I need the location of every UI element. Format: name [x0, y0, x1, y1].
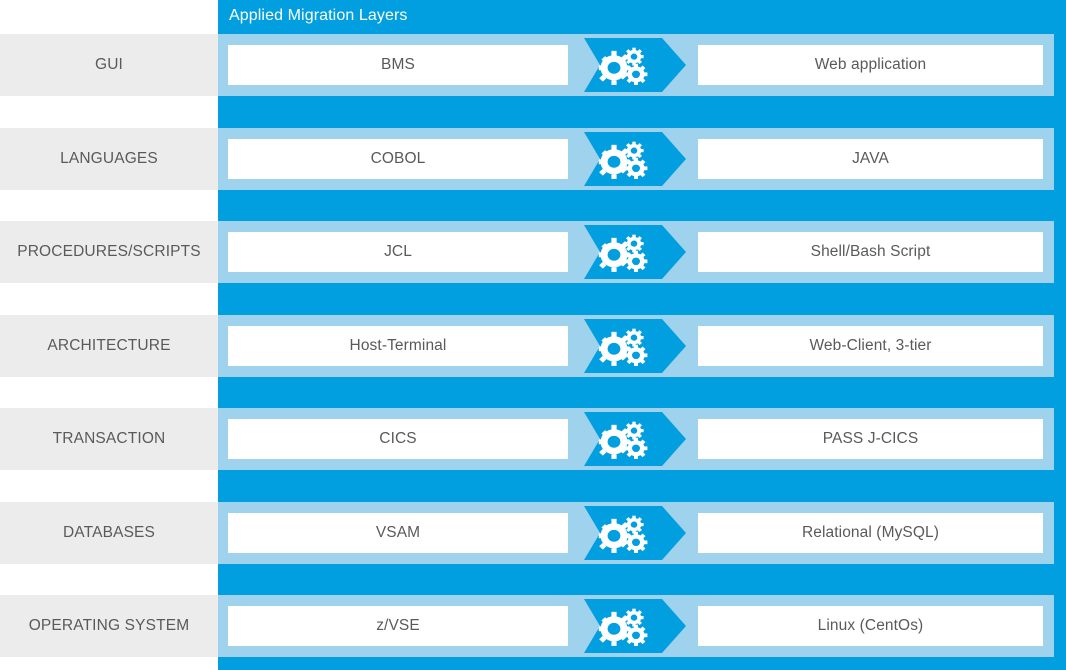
layer-label-cell: PROCEDURES/SCRIPTS [0, 221, 218, 283]
layer-label: OPERATING SYSTEM [28, 617, 190, 634]
source-technology-label: CICS [379, 430, 417, 447]
target-technology-box[interactable]: Relational (MySQL) [698, 513, 1043, 553]
target-technology-box[interactable]: Web application [698, 45, 1043, 85]
target-technology-box[interactable]: Linux (CentOs) [698, 606, 1043, 646]
gears-arrow-icon [584, 132, 686, 186]
gears-arrow-icon [584, 319, 686, 373]
gears-arrow-icon [584, 599, 686, 653]
layer-label-cell: DATABASES [0, 502, 218, 564]
layer-label: GUI [94, 56, 123, 73]
source-technology-label: BMS [381, 56, 415, 73]
layer-label: TRANSACTION [52, 430, 166, 447]
layer-label-cell: TRANSACTION [0, 408, 218, 470]
layer-label-cell: GUI [0, 34, 218, 96]
layer-label: LANGUAGES [60, 150, 158, 167]
target-technology-label: Linux (CentOs) [817, 617, 924, 634]
layer-label: ARCHITECTURE [47, 337, 171, 354]
diagram-header: Applied Migration Layers [218, 0, 1066, 32]
migration-arrow [584, 506, 686, 560]
migration-arrow [584, 319, 686, 373]
layer-label-cell: ARCHITECTURE [0, 315, 218, 377]
source-technology-box[interactable]: VSAM [228, 513, 568, 553]
target-technology-label: JAVA [852, 150, 889, 167]
target-technology-label: Web application [814, 56, 927, 73]
gears-arrow-icon [584, 506, 686, 560]
source-technology-box[interactable]: COBOL [228, 139, 568, 179]
migration-arrow [584, 38, 686, 92]
target-technology-box[interactable]: JAVA [698, 139, 1043, 179]
layer-label-cell: OPERATING SYSTEM [0, 595, 218, 657]
gears-arrow-icon [584, 225, 686, 279]
layer-label-cell: LANGUAGES [0, 128, 218, 190]
target-technology-box[interactable]: Shell/Bash Script [698, 232, 1043, 272]
target-technology-box[interactable]: Web-Client, 3-tier [698, 326, 1043, 366]
migration-arrow [584, 412, 686, 466]
target-technology-label: Relational (MySQL) [801, 524, 940, 541]
layer-label: DATABASES [62, 524, 156, 541]
target-technology-box[interactable]: PASS J-CICS [698, 419, 1043, 459]
migration-arrow [584, 132, 686, 186]
layer-label: PROCEDURES/SCRIPTS [17, 243, 201, 260]
header-title: Applied Migration Layers [229, 7, 408, 24]
target-technology-label: Web-Client, 3-tier [809, 337, 932, 354]
source-technology-label: JCL [384, 243, 412, 260]
source-technology-label: VSAM [375, 524, 421, 541]
migration-arrow [584, 599, 686, 653]
gears-arrow-icon [584, 38, 686, 92]
gears-arrow-icon [584, 412, 686, 466]
migration-arrow [584, 225, 686, 279]
target-technology-label: Shell/Bash Script [810, 243, 931, 260]
source-technology-box[interactable]: Host-Terminal [228, 326, 568, 366]
target-technology-label: PASS J-CICS [822, 430, 919, 447]
source-technology-label: z/VSE [376, 617, 420, 634]
source-technology-box[interactable]: CICS [228, 419, 568, 459]
source-technology-box[interactable]: z/VSE [228, 606, 568, 646]
source-technology-box[interactable]: JCL [228, 232, 568, 272]
source-technology-box[interactable]: BMS [228, 45, 568, 85]
source-technology-label: COBOL [370, 150, 426, 167]
source-technology-label: Host-Terminal [349, 337, 447, 354]
